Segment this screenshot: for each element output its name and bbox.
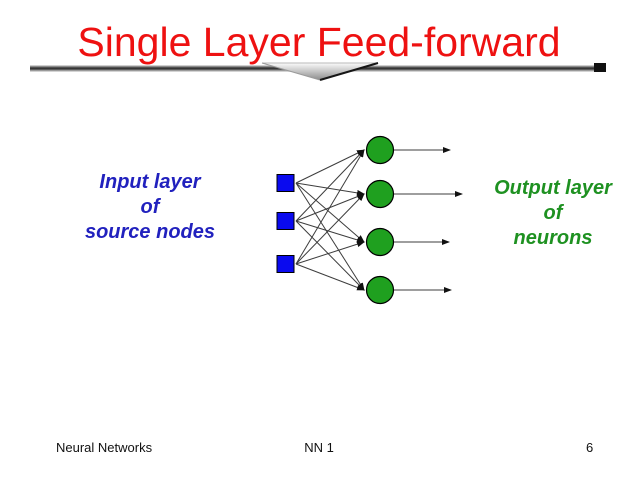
connection-edge: [295, 182, 365, 291]
connection-edge: [295, 149, 365, 265]
footer-course-name: Neural Networks: [56, 440, 153, 455]
label-line: of: [140, 196, 160, 218]
output-neuron: [365, 275, 395, 305]
label-line: neurons: [513, 227, 593, 249]
output-neuron: [365, 135, 395, 165]
footer-page-number: 6: [586, 440, 594, 455]
label-line: source nodes: [84, 221, 216, 243]
connection-edge: [295, 149, 365, 184]
label-line: Output layer: [494, 177, 612, 199]
connection-edge: [295, 182, 365, 196]
divider-triangle-icon: [261, 62, 379, 81]
output-neuron: [365, 179, 395, 209]
connection-edge: [295, 149, 365, 222]
label-line: of: [543, 202, 563, 224]
connection-edge: [295, 263, 365, 291]
connection-edge: [295, 220, 365, 291]
input-node: [276, 174, 295, 192]
output-layer-label: Output layer of neurons: [463, 176, 638, 251]
input-layer-label: Input layer of source nodes: [60, 170, 240, 245]
output-neuron: [365, 227, 395, 257]
connection-edge: [295, 193, 365, 265]
input-node: [276, 212, 295, 230]
divider-end-cap: [594, 63, 606, 72]
connection-edge: [295, 241, 365, 265]
label-line: Input layer: [99, 171, 201, 193]
input-node: [276, 255, 295, 273]
connection-edge: [295, 220, 365, 243]
connection-edge: [295, 182, 365, 243]
slide-title: Single Layer Feed-forward: [77, 19, 561, 65]
footer-lecture-label: NN 1: [304, 440, 334, 455]
